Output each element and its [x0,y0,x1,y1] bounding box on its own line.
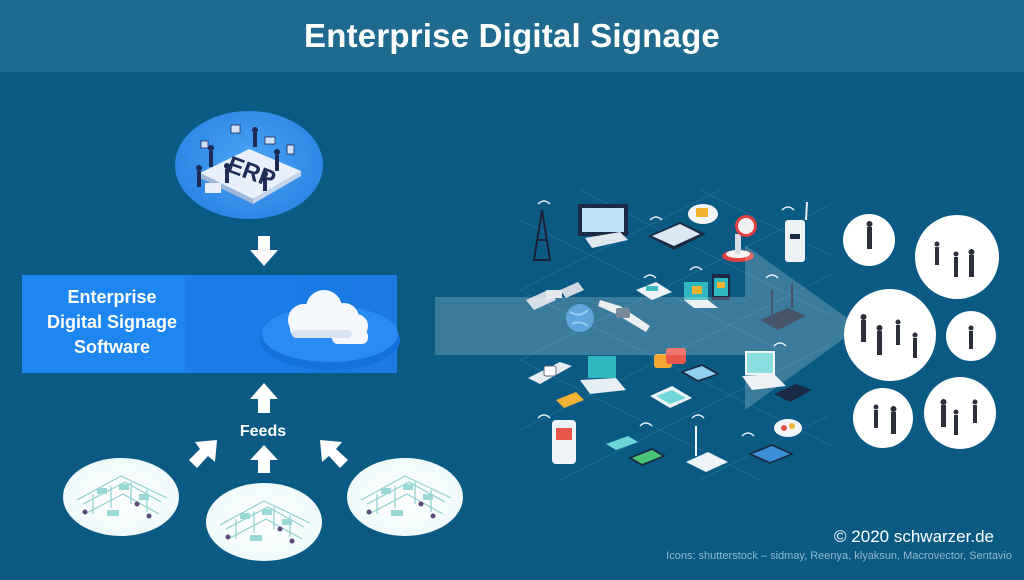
office-floor-icon [76,475,168,519]
audience-circle [853,388,913,448]
credit-card-icon [606,436,638,450]
software-label: Enterprise Digital Signage Software [32,285,192,360]
icon-credits-text: Icons: shutterstock – sidmay, Reenya, kl… [666,550,1012,562]
cloud-folder-icon [688,204,718,224]
erp-illustration: ERP [175,111,323,219]
office-floor-icon [219,500,311,544]
office-source-2 [206,483,322,561]
software-label-line2: Digital Signage [46,312,178,332]
cloud-settings-icon [774,419,802,437]
router-icon [760,284,806,330]
laptop-icon [580,356,626,394]
tv-box-icon [774,384,812,402]
page-title: Enterprise Digital Signage [304,17,720,54]
office-floor-icon [360,475,452,519]
arrow-down-icon [250,236,278,266]
kiosk-icon [552,420,576,464]
feeds-label: Feeds [239,423,287,440]
tablet-folder-icon [712,274,730,300]
smartphone-icon [556,392,584,408]
globe-icon [566,304,594,332]
desktop-computer-icon [578,204,628,248]
laptop-icon [742,351,786,390]
satellite-icon [526,282,584,310]
software-label-line1: Enterprise [67,287,157,307]
office-source-1 [63,458,179,536]
person-icon [860,221,978,435]
wireless-router-tall-icon [785,201,808,262]
audience-circle [924,377,996,449]
smartwatch-icon [598,300,650,332]
copyright-text: © 2020 schwarzer.de [834,527,994,546]
devices-illustration [519,189,831,481]
erp-isometric-icon: ERP [196,124,301,204]
cell-tower-icon [532,209,552,261]
chat-bubbles-icon [654,348,686,368]
satellite-dish-icon [722,215,757,262]
arrow-diagonal-up-left-icon [320,440,348,468]
cloud-icon [252,280,402,372]
header-bar: Enterprise Digital Signage [0,0,1024,72]
tablet-icon [748,444,794,464]
smartwatch-icon [528,362,572,384]
software-box: Enterprise Digital Signage Software [22,275,400,373]
tablet-icon [648,222,706,250]
arrow-diagonal-up-right-icon [189,440,217,468]
audience-circle [844,289,936,381]
smartphone-icon [680,364,720,382]
flow-arrow-icon [435,245,860,410]
office-source-3 [347,458,463,536]
payment-terminal-icon [636,282,672,300]
smartphone-icon [650,386,692,408]
laptop-icon [684,282,718,308]
audience-groups [843,214,999,449]
smartphone-icon [628,448,666,466]
arrow-up-icon [250,383,278,413]
arrow-up-icon [250,445,278,473]
wifi-router-icon [686,426,728,472]
software-label-line3: Software [73,337,151,357]
